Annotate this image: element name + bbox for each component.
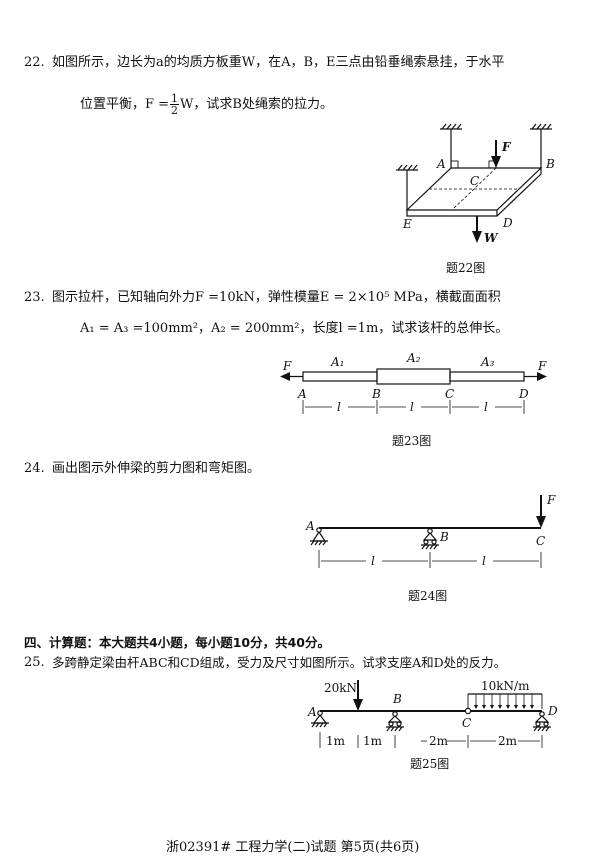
fig22-label-f: F xyxy=(501,140,512,154)
fig25-label-c: C xyxy=(462,716,471,730)
q24-number: 24. xyxy=(24,461,45,476)
fig25-label-d: D xyxy=(547,704,558,718)
fig22-force-f-arrowhead xyxy=(491,156,501,168)
q24-text-line1: 画出图示外伸梁的剪力图和弯矩图。 xyxy=(52,461,261,476)
fig23-label-f-left: F xyxy=(282,359,292,373)
q22-text-line2a: 位置平衡，F = xyxy=(80,97,170,112)
fig25-label-load: 10kN/m xyxy=(481,679,530,693)
fig25-dim-1: 1m xyxy=(326,734,346,748)
fig25-force-arrowhead xyxy=(353,699,363,711)
fig23-segment-2 xyxy=(376,368,451,385)
fig25-caption: 题25图 xyxy=(410,757,450,771)
fig23-label-a: A xyxy=(297,387,307,401)
fig22-ceiling-b xyxy=(530,123,552,130)
q23-text-line2: A₁ = A₃ =100mm²，A₂ = 200mm²，长度l =1m，试求该杆… xyxy=(80,321,509,336)
fig25-dim-2: 1m xyxy=(363,734,383,748)
fig22-right-angle-a xyxy=(450,160,459,169)
fig23-segment-3 xyxy=(449,371,525,382)
fig23-dim-l2: l xyxy=(410,400,414,414)
fig25-label-force: 20kN xyxy=(324,681,357,695)
fig22-dash-d xyxy=(451,167,497,211)
fig24-force-arrowhead xyxy=(536,516,546,528)
q23-text-line1: 图示拉杆，已知轴向外力F =10kN，弹性模量E = 2×10⁵ MPa，横截面… xyxy=(52,290,501,305)
fig23-label-a1: A₁ xyxy=(330,355,344,369)
fig24-caption: 题24图 xyxy=(408,589,448,603)
fig22-ceiling-e xyxy=(396,164,418,171)
q22-text-line1: 如图所示，边长为a的均质方板重W，在A，B，E三点由铅垂绳索悬挂，于水平 xyxy=(52,55,505,70)
fig23-label-b: B xyxy=(371,387,381,401)
q23-number: 23. xyxy=(24,290,45,305)
q22-frac-num: 1 xyxy=(170,92,180,105)
fig24-label-c: C xyxy=(536,534,545,548)
fig23-force-right-arrowhead xyxy=(537,372,547,381)
fig22-label-w: W xyxy=(484,231,499,245)
fig25-label-b: B xyxy=(392,692,402,706)
fig25-dim-4: 2m xyxy=(498,734,518,748)
fig22-label-e: E xyxy=(402,217,412,231)
fig23-label-f-right: F xyxy=(537,359,547,373)
fig24-label-b: B xyxy=(439,530,449,544)
fig23-caption: 题23图 xyxy=(392,434,432,448)
fig22-label-c: C xyxy=(470,174,479,188)
fig24-diagram xyxy=(310,495,542,568)
fig22-caption: 题22图 xyxy=(446,261,486,275)
fig23-force-left-arrowhead xyxy=(280,372,290,381)
fig22-label-d: D xyxy=(502,216,513,230)
fig22-label-a: A xyxy=(436,157,446,171)
section4-title: 四、计算题：本大题共4小题，每小题10分，共40分。 xyxy=(24,635,330,650)
fig22-force-w-arrowhead xyxy=(472,231,482,243)
fig23-dim-l1: l xyxy=(337,400,341,414)
q25-text-line1: 多跨静定梁由杆ABC和CD组成，受力及尺寸如图所示。试求支座A和D处的反力。 xyxy=(52,655,507,670)
fig25-support-d xyxy=(533,711,551,732)
fig23-label-a2: A₂ xyxy=(406,351,421,365)
fig24-label-f: F xyxy=(546,493,556,507)
fig25-support-a xyxy=(311,710,329,728)
q22-text-line2b: W，试求B处绳索的拉力。 xyxy=(180,97,333,112)
fig25-support-b xyxy=(386,711,404,732)
fig24-dim-l2: l xyxy=(482,554,486,568)
fig25-load-arrowheads xyxy=(474,705,534,709)
fig23-label-c: C xyxy=(445,387,454,401)
fig22-ceiling-a xyxy=(440,123,462,130)
fig23-label-a3: A₃ xyxy=(480,355,495,369)
fig25-diagram xyxy=(311,680,551,748)
q22-number: 22. xyxy=(24,55,45,70)
fig25-dim-3: 2m xyxy=(429,734,449,748)
fig24-dim-l1: l xyxy=(371,554,375,568)
fig23-dim-l3: l xyxy=(484,400,488,414)
fig23-diagram xyxy=(285,368,542,414)
fig24-label-a: A xyxy=(305,519,315,533)
fig24-support-b xyxy=(421,528,439,550)
fig25-label-a: A xyxy=(307,705,317,719)
fig25-load-arrows xyxy=(475,694,533,706)
fig22-label-b: B xyxy=(545,157,555,171)
page-footer: 浙02391# 工程力学(二)试题 第5页(共6页) xyxy=(166,840,420,855)
fig23-label-d: D xyxy=(518,387,529,401)
fig25-hinge-c xyxy=(464,707,472,715)
fig23-segment-1 xyxy=(302,371,378,382)
q25-number: 25. xyxy=(24,655,45,670)
fig22-diagram xyxy=(396,123,552,234)
fig24-support-a xyxy=(310,527,328,546)
q22-frac-den: 2 xyxy=(171,104,179,117)
